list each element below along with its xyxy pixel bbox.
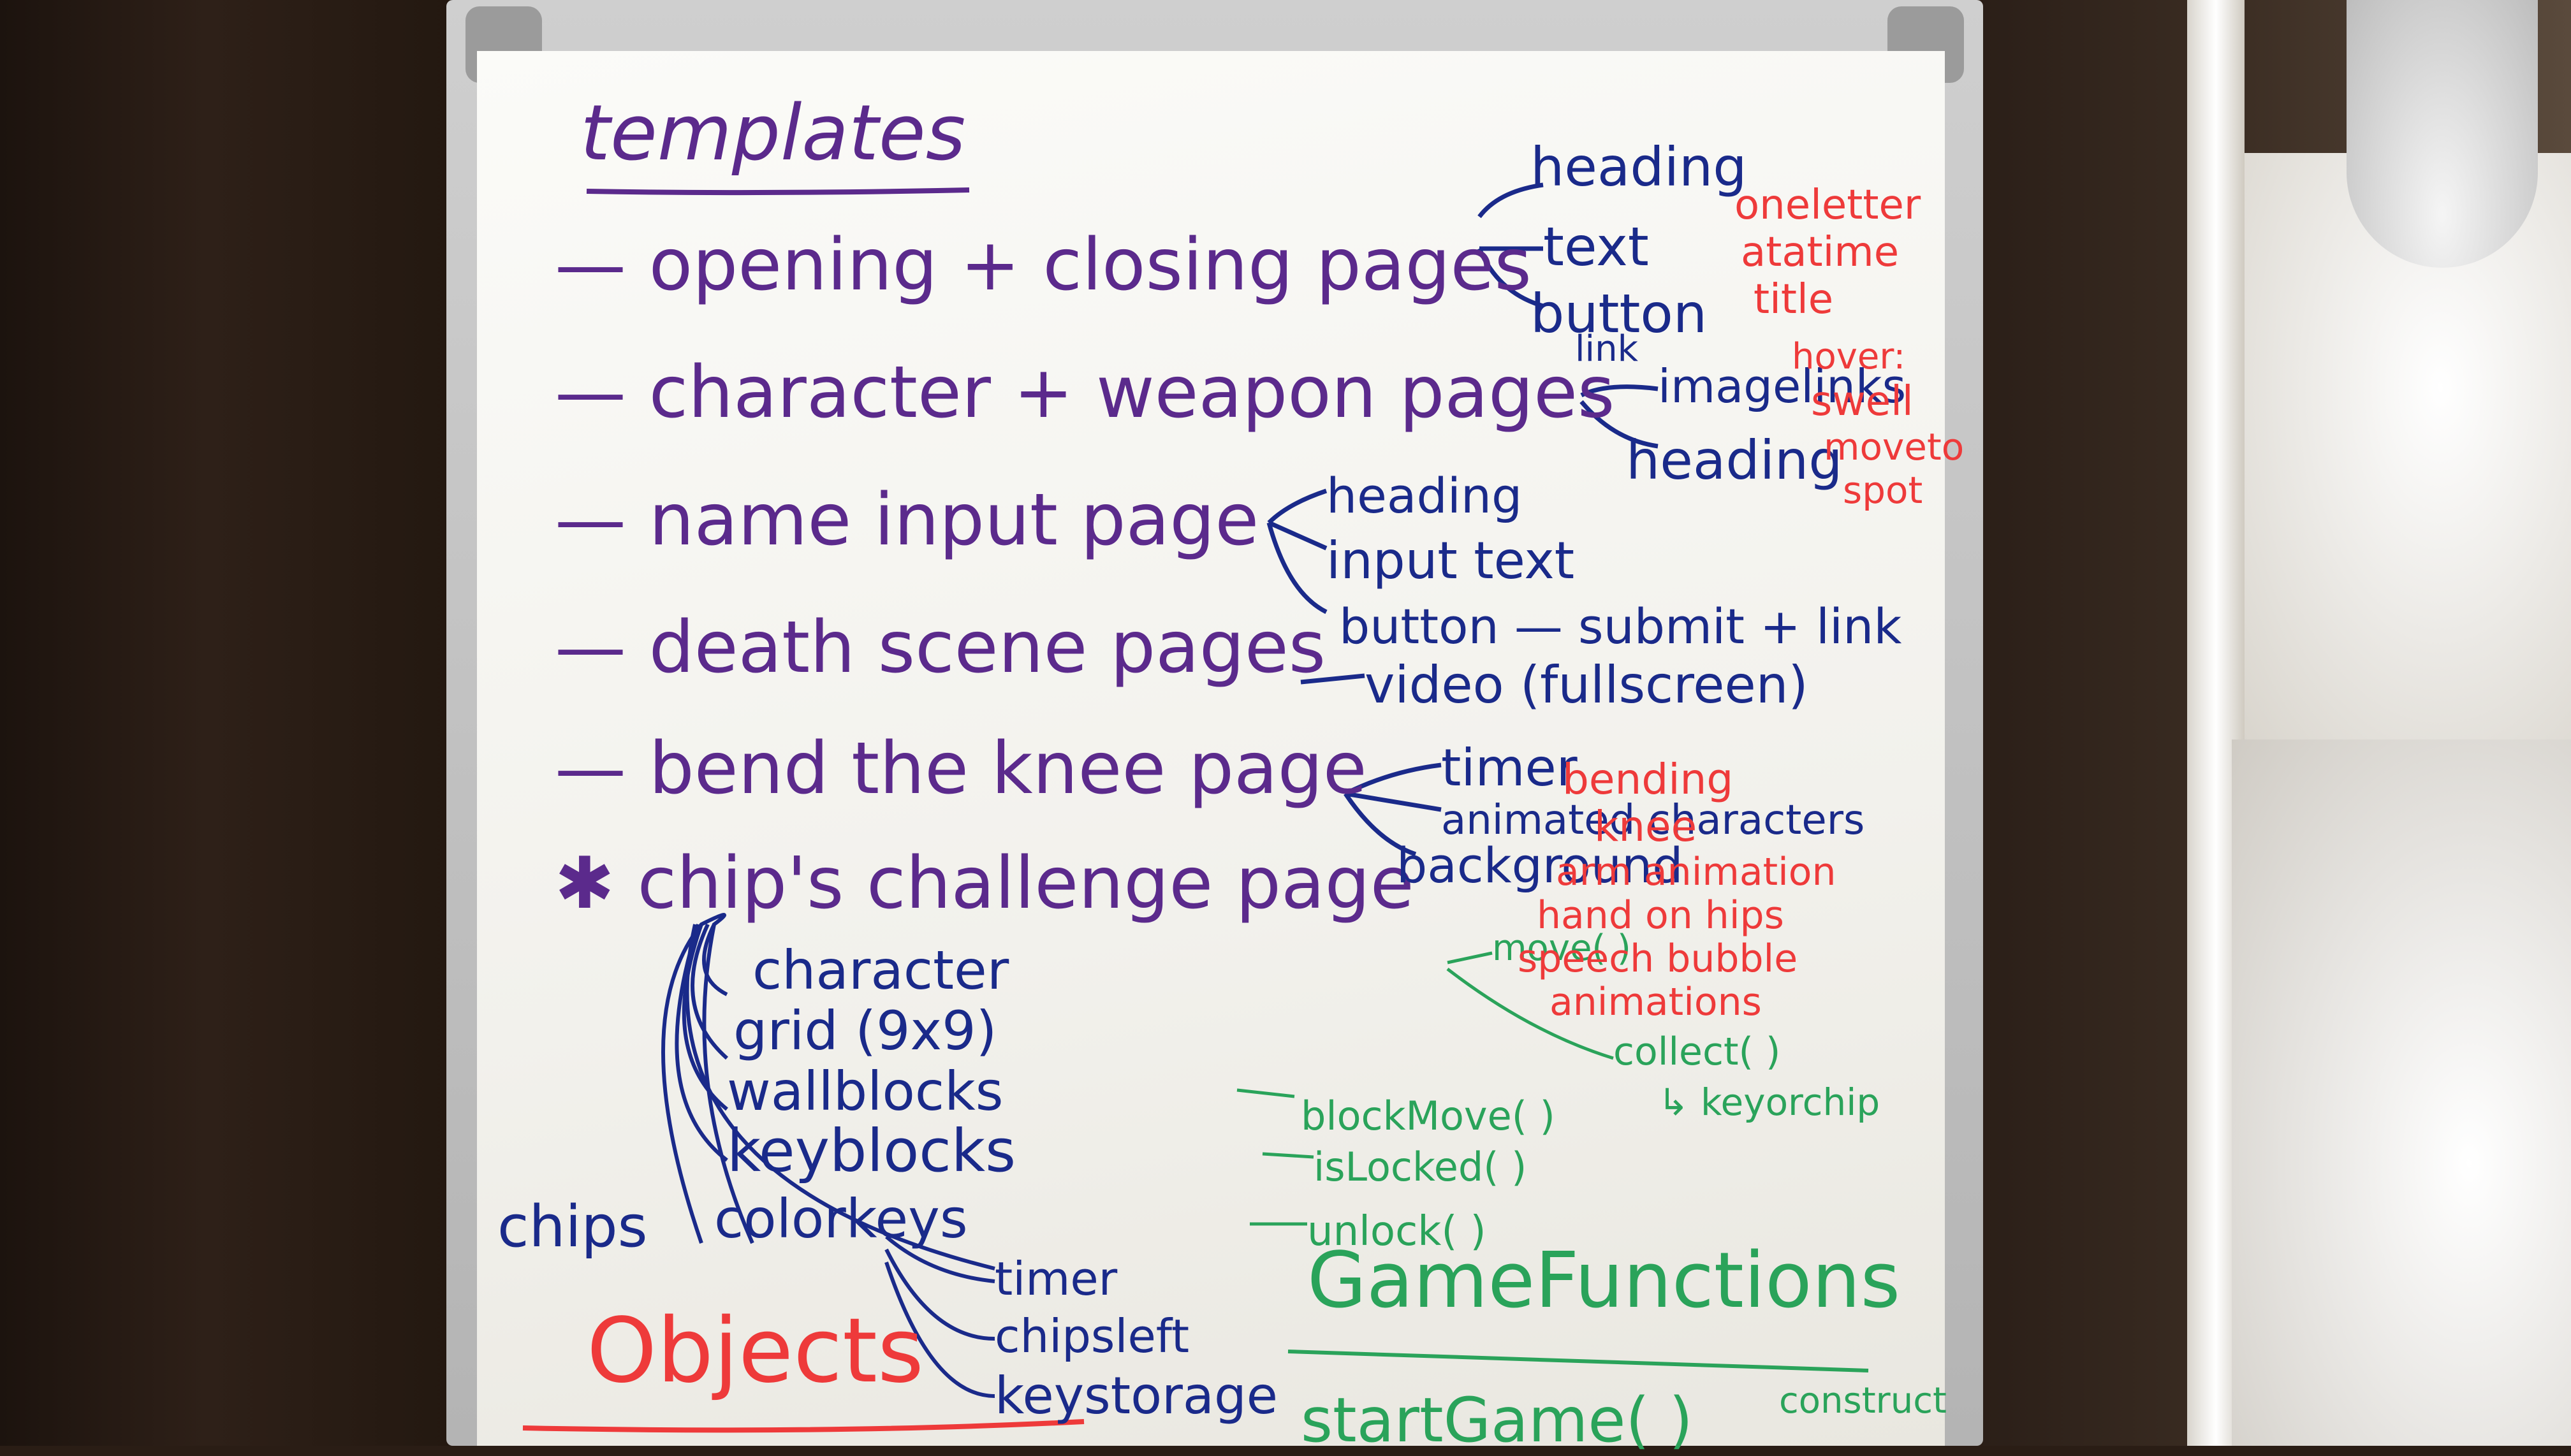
game-chipsleft: chipsleft (995, 1309, 1190, 1363)
lamp (2347, 0, 2538, 268)
red-note-line: title (1754, 276, 1834, 323)
red-note-line: bending (1562, 755, 1734, 804)
knee-animated-characters: animated characters (1441, 797, 1865, 844)
red-note-line: hover: (1792, 336, 1906, 377)
opening-text: text (1543, 215, 1649, 278)
func-move: move( ) (1492, 928, 1631, 969)
chip-object-character: character (752, 939, 1009, 1001)
chip-object-keyblocks: keyblocks (727, 1117, 1016, 1185)
whiteboard: templates — opening + closing pages — ch… (446, 0, 1983, 1451)
template-opening-closing: — opening + closing pages (555, 224, 1532, 307)
construct-note: construct (1779, 1380, 1947, 1422)
chip-object-wallblocks: wallblocks (727, 1060, 1004, 1123)
start-game-function: startGame( ) (1301, 1385, 1693, 1456)
red-note-line: moveto (1824, 425, 1965, 469)
red-note-line: oneletter (1734, 182, 1921, 229)
game-functions-heading: GameFunctions (1307, 1237, 1901, 1325)
red-note-line: spot (1843, 469, 1923, 512)
name-input-heading: heading (1326, 467, 1523, 524)
func-unlock: unlock( ) (1307, 1208, 1486, 1255)
template-name-input: — name input page (555, 479, 1259, 562)
name-input-inputtext: input text (1326, 531, 1575, 590)
opening-button: button (1530, 282, 1708, 345)
white-blanket (2232, 739, 2571, 1446)
whiteboard-surface (477, 51, 1945, 1446)
opening-heading: heading (1530, 136, 1747, 198)
func-blockmove: blockMove( ) (1301, 1093, 1555, 1139)
board-title: templates (580, 89, 966, 178)
red-note-line: swell (1811, 378, 1914, 425)
red-notes-mid: bending knee arm animation hand on hips … (1518, 755, 1836, 1024)
game-keystorage: keystorage (995, 1366, 1278, 1425)
red-note-line: speech bubble (1518, 936, 1798, 981)
objects-heading: Objects (587, 1299, 924, 1403)
chip-object-grid: grid (9x9) (733, 1000, 997, 1062)
template-chips-challenge: ✱ chip's challenge page (555, 842, 1414, 925)
func-islocked: isLocked( ) (1314, 1144, 1527, 1190)
red-note-line: hand on hips (1537, 893, 1784, 938)
weapon-heading: heading (1626, 429, 1843, 491)
left-wood-door (0, 0, 459, 1446)
red-note-line: knee (1594, 802, 1697, 851)
chips-label: chips (497, 1193, 648, 1260)
template-death-scene: — death scene pages (555, 606, 1326, 689)
red-note-line: animations (1549, 980, 1762, 1024)
game-timer: timer (995, 1252, 1118, 1306)
red-notes-top: oneletter atatime title hover: swell mov… (1734, 182, 1965, 512)
func-collect-note: ↳ keyorchip (1658, 1081, 1880, 1124)
red-note-line: arm animation (1556, 850, 1836, 894)
template-bend-knee: — bend the knee page (555, 727, 1367, 810)
template-character-weapon: — character + weapon pages (555, 351, 1615, 434)
weapon-link: link (1575, 328, 1639, 370)
chip-object-colorkeys: colorkeys (714, 1188, 968, 1250)
weapon-imagelinks: imagelinks (1658, 360, 1907, 413)
red-note-line: atatime (1741, 229, 1900, 276)
func-collect: collect( ) (1613, 1030, 1781, 1074)
marker-strokes (522, 182, 1869, 1433)
knee-timer: timer (1441, 738, 1578, 797)
knee-background: background (1396, 837, 1683, 894)
death-scene-video: video (fullscreen) (1365, 655, 1808, 715)
name-input-button: button — submit + link (1339, 598, 1902, 655)
